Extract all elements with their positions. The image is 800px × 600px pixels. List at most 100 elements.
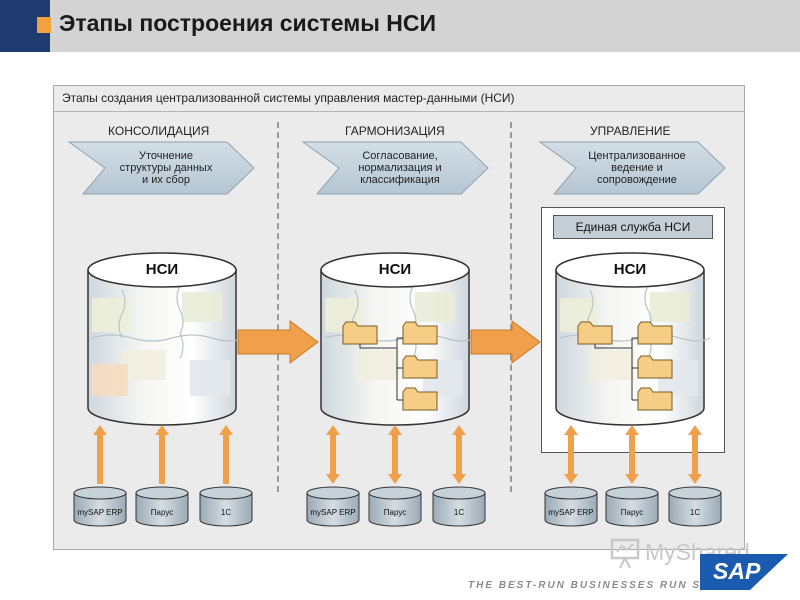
stage-2-chevron-line-1: Согласование,: [362, 150, 438, 162]
stage-divider-1: [277, 122, 279, 492]
stage-2-folder-child-2: [402, 355, 438, 379]
stage-1-source-1-label: mySAP ERP: [77, 508, 123, 517]
stage-2-source-3-cylinder-top: [432, 486, 486, 500]
stage-2-source-3-arrow-head-up: [452, 425, 466, 435]
stage-1-source-2-arrow-shaft: [159, 433, 165, 484]
stage-3-source-1-label: mySAP ERP: [548, 508, 594, 517]
stage-3-source-3-cylinder-top: [668, 486, 722, 500]
stage-2-source-2-arrow-head-down: [388, 474, 402, 484]
stage-2-source-1-cylinder-top: [306, 486, 360, 500]
stage-1-puzzle-piece-1: [92, 298, 130, 332]
stage-2-source-2-cylinder-top: [368, 486, 422, 500]
stage-3-folder-child-2: [637, 355, 673, 379]
stage-2-source-1-arrow-head-down: [326, 474, 340, 484]
stage-1-source-3-arrow-shaft: [223, 433, 229, 484]
stage-1-source-2-cylinder-top: [135, 486, 189, 500]
slide-title: Этапы построения системы НСИ: [59, 10, 437, 36]
stage-3-puzzle-piece-3: [590, 350, 634, 380]
stage-2-folder-root: [342, 321, 378, 345]
stage-2-source-3-label: 1С: [453, 508, 465, 517]
stage-2-folder-child-3: [402, 387, 438, 411]
caption-rule: [53, 111, 745, 112]
stage-1-puzzle-piece-5: [92, 364, 128, 396]
stage-3-source-2-arrow-shaft: [629, 433, 635, 476]
stage-2-chevron: [301, 141, 489, 195]
stage-1-puzzle-piece-3: [122, 350, 166, 380]
master-data-service-box: Единая служба НСИ: [553, 215, 713, 239]
sap-logo-text: SAP: [713, 558, 761, 584]
stage-1-source-3-label: 1С: [220, 508, 232, 517]
stage-3-folder-child-3: [637, 387, 673, 411]
stage-3-chevron-line-3: сопровождение: [597, 174, 677, 186]
diagram-caption: Этапы создания централизованной системы …: [62, 91, 515, 105]
stage-1-source-2-label: Парус: [150, 508, 174, 517]
stage-1-chevron-line-2: структуры данных: [119, 162, 213, 174]
stage-transition-arrow-1: [237, 320, 319, 364]
stage-2-folder-tree-lines: [359, 337, 403, 401]
stage-divider-2: [510, 122, 512, 492]
stage-1-source-2-arrow-head-up: [155, 425, 169, 435]
stage-3-folder-tree-lines: [594, 337, 638, 401]
stage-3-puzzle-piece-2: [650, 292, 690, 322]
stage-3-source-3-arrow-head-down: [688, 474, 702, 484]
stage-title-management: УПРАВЛЕНИЕ: [590, 124, 671, 138]
stage-2-source-1-label: mySAP ERP: [310, 508, 356, 517]
watermark-icon-stand: [619, 557, 631, 569]
stage-3-source-1-arrow-shaft: [568, 433, 574, 476]
sap-logo-shape: [700, 554, 788, 590]
stage-2-source-2-label: Парус: [383, 508, 407, 517]
stage-3-source-2-cylinder-top: [605, 486, 659, 500]
stage-2-source-3-cylinder-body: [432, 492, 486, 527]
stage-3-chevron: [538, 141, 726, 195]
stage-3-folder-child-1: [637, 321, 673, 345]
stage-2-database-label: НСИ: [378, 261, 412, 278]
stage-3-source-3-arrow-head-up: [688, 425, 702, 435]
stage-1-source-1-arrow-shaft: [97, 433, 103, 484]
stage-2-source-3-arrow-shaft: [456, 433, 462, 476]
stage-3-source-1-cylinder-top: [544, 486, 598, 500]
stage-2-puzzle-piece-3: [355, 350, 399, 380]
stage-1-source-3-cylinder-top: [199, 486, 253, 500]
stage-transition-arrow-2: [470, 320, 541, 364]
stage-2-source-1-arrow-head-up: [326, 425, 340, 435]
slide-header: [0, 0, 800, 52]
stage-1-source-2-cylinder-body: [135, 492, 189, 527]
header-accent-square: [37, 17, 51, 33]
stage-2-chevron-line-3: классификация: [360, 174, 440, 186]
stage-2-source-3-arrow-head-down: [452, 474, 466, 484]
stage-1-chevron: [67, 141, 255, 195]
stage-2-source-2-arrow-head-up: [388, 425, 402, 435]
stage-1-database-top: [87, 252, 237, 288]
stage-title-consolidation: КОНСОЛИДАЦИЯ: [108, 124, 210, 138]
stage-1-database-label: НСИ: [145, 261, 179, 278]
stage-3-source-1-arrow-head-up: [564, 425, 578, 435]
stage-3-source-2-arrow-head-up: [625, 425, 639, 435]
stage-2-source-1-arrow-shaft: [330, 433, 336, 476]
stage-1-source-1-arrow-head-up: [93, 425, 107, 435]
stage-3-chevron-line-1: Централизованное: [588, 150, 686, 162]
stage-3-source-2-cylinder-body: [605, 492, 659, 527]
stage-1-puzzle-piece-2: [182, 292, 222, 322]
stage-1-source-1-cylinder-body: [73, 492, 127, 527]
stage-3-database-label: НСИ: [613, 261, 647, 278]
stage-3-source-3-arrow-shaft: [692, 433, 698, 476]
stage-1-source-1-cylinder-top: [73, 486, 127, 500]
stage-2-puzzle-piece-2: [415, 292, 455, 322]
stage-2-folder-child-1: [402, 321, 438, 345]
stage-1-source-3-arrow-head-up: [219, 425, 233, 435]
stage-3-source-1-cylinder-body: [544, 492, 598, 527]
stage-title-harmonization: ГАРМОНИЗАЦИЯ: [345, 124, 445, 138]
stage-1-puzzle-seams: [91, 285, 243, 359]
stage-3-source-2-label: Парус: [620, 508, 644, 517]
sap-tagline: THE BEST-RUN BUSINESSES RUN SAP: [468, 580, 719, 591]
stage-3-chevron-line-2: ведение и: [611, 162, 663, 174]
stage-2-chevron-line-2: нормализация и: [358, 162, 442, 174]
stage-3-source-3-label: 1С: [689, 508, 701, 517]
stage-1-chevron-line-3: и их сбор: [142, 174, 190, 186]
watermark-icon-trend: [616, 543, 634, 553]
stage-1-puzzle-piece-4: [190, 360, 230, 396]
stage-1-chevron-line-1: Уточнение: [138, 150, 194, 162]
stage-3-source-2-arrow-head-down: [625, 474, 639, 484]
